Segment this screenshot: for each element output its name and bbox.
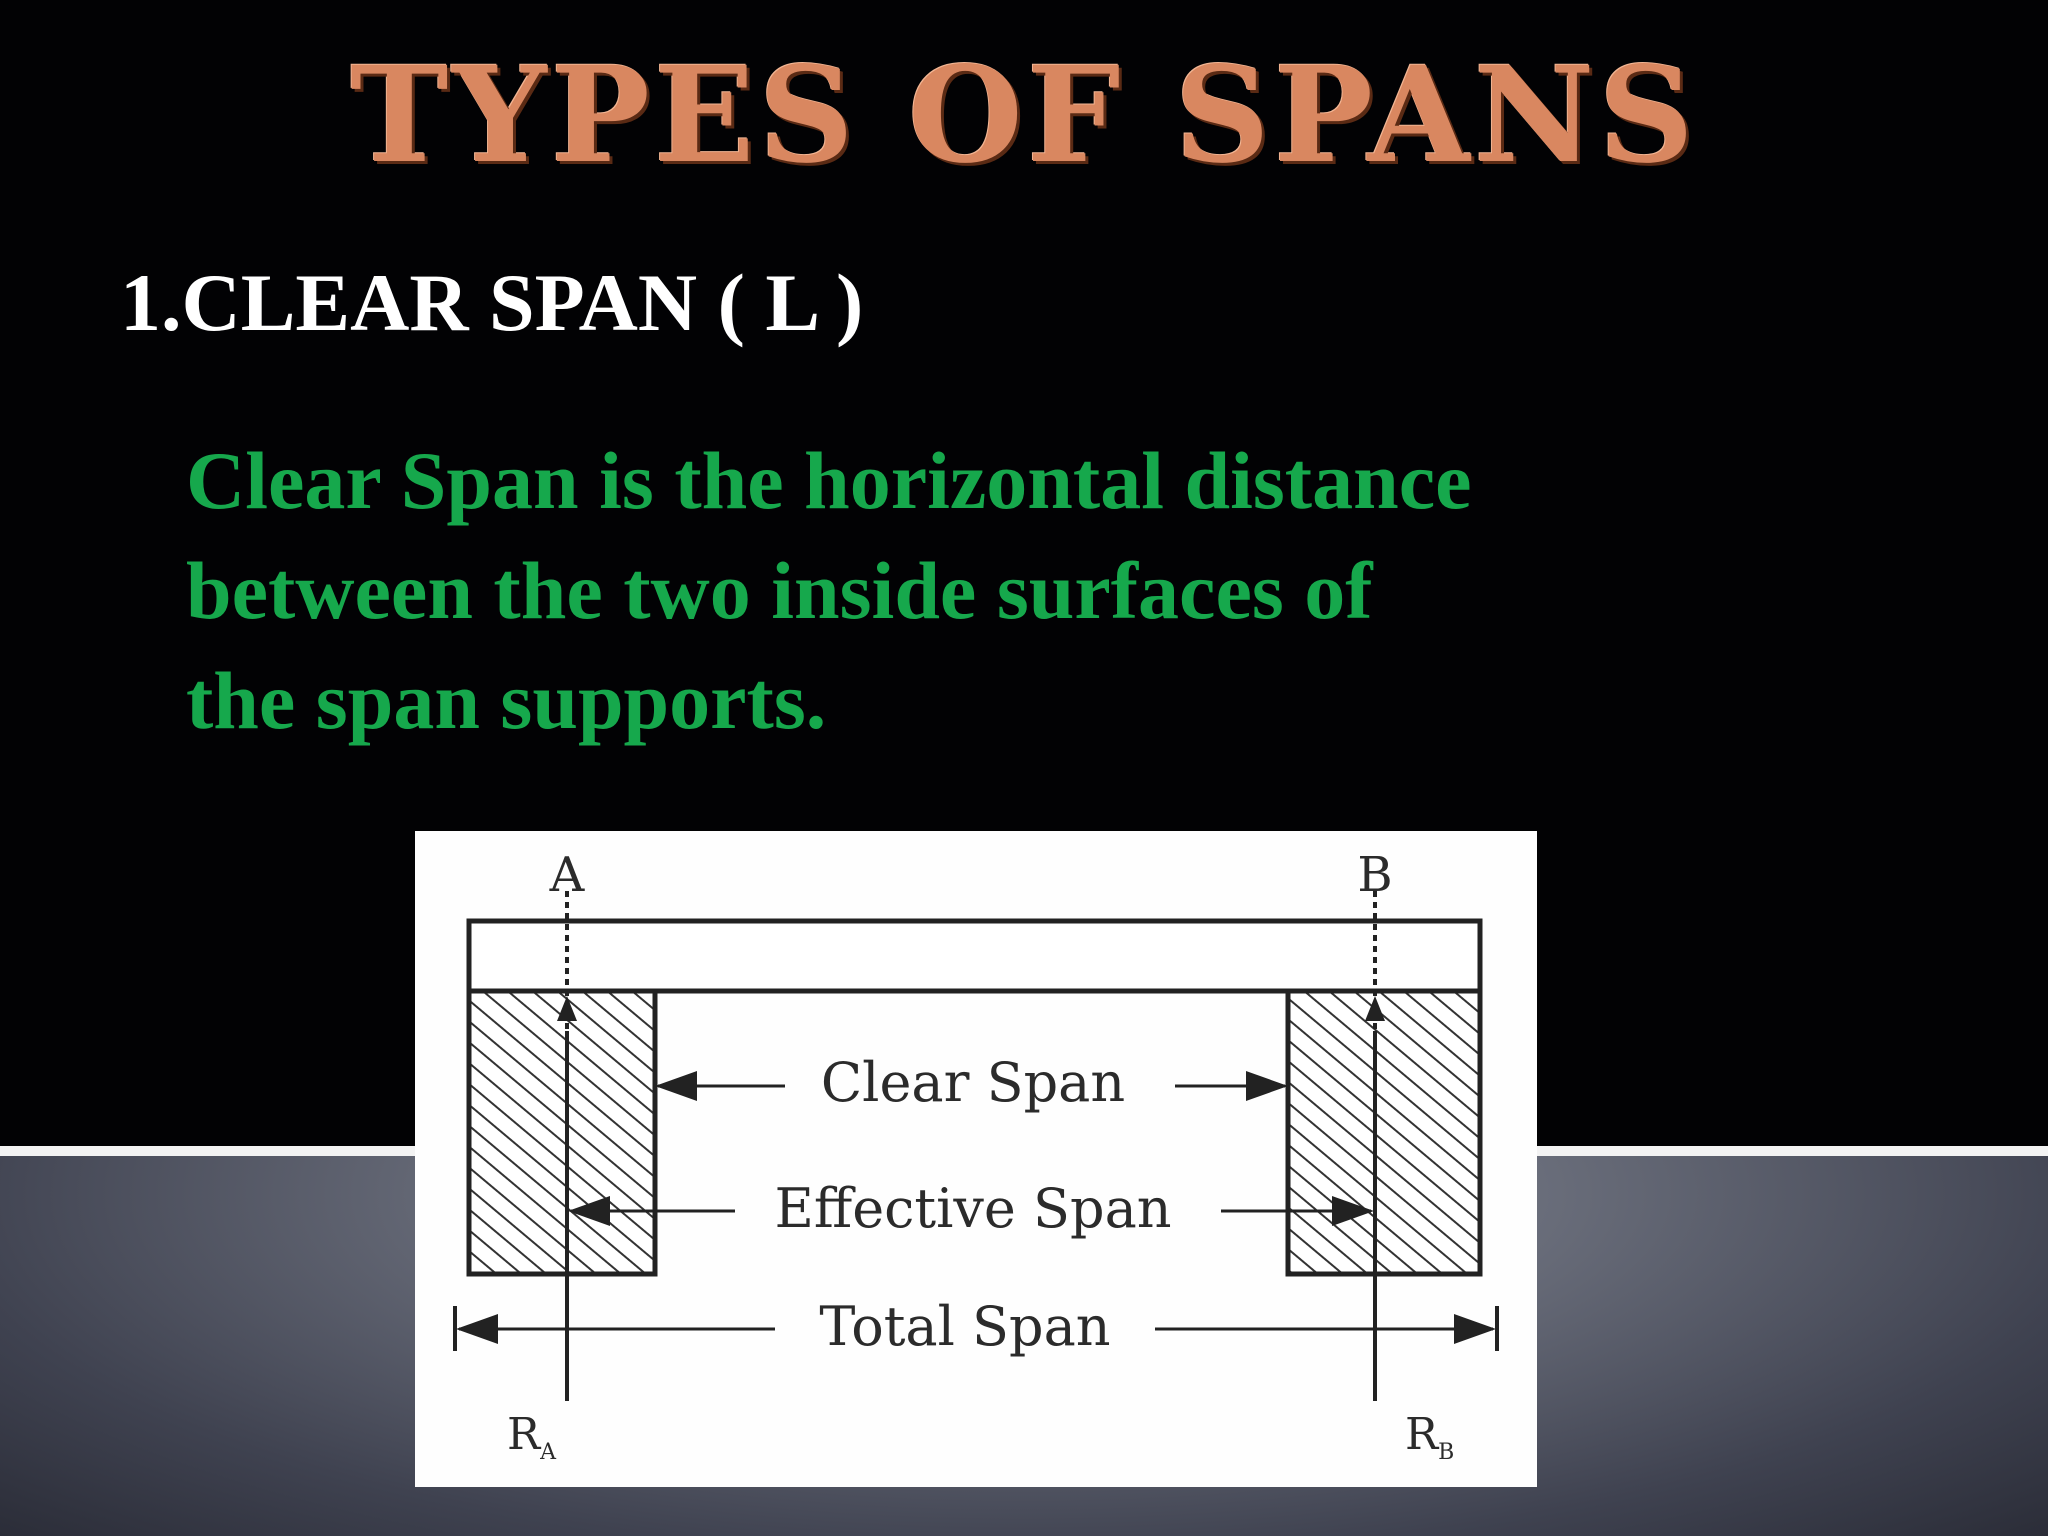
right-support <box>1285 988 1483 1277</box>
effective-span-label: Effective Span <box>774 1177 1171 1240</box>
clear-span-label: Clear Span <box>821 1051 1125 1114</box>
reaction-label-b: RB <box>1405 1409 1454 1465</box>
slide-title: TYPES OF SPANS <box>350 38 1698 193</box>
reaction-arrow-a <box>557 996 577 1021</box>
left-support <box>466 988 658 1277</box>
support-label-a: A <box>549 847 586 903</box>
definition-line: Clear Span is the horizontal distance <box>186 435 1472 526</box>
support-label-b: B <box>1357 847 1392 903</box>
reaction-arrow-b <box>1365 996 1385 1021</box>
total-span-label: Total Span <box>819 1295 1110 1358</box>
section-heading: 1.CLEAR SPAN ( L ) <box>120 257 864 348</box>
definition-line: the span supports. <box>186 655 827 746</box>
span-diagram-svg: A B Clear Span Effective Span Total Span… <box>453 847 1499 1465</box>
reaction-label-a: RA <box>507 1409 557 1465</box>
definition-text: Clear Span is the horizontal distance be… <box>186 426 1686 756</box>
beam <box>466 918 1483 994</box>
span-diagram: A B Clear Span Effective Span Total Span… <box>415 831 1537 1487</box>
definition-line: between the two inside surfaces of <box>186 545 1373 636</box>
